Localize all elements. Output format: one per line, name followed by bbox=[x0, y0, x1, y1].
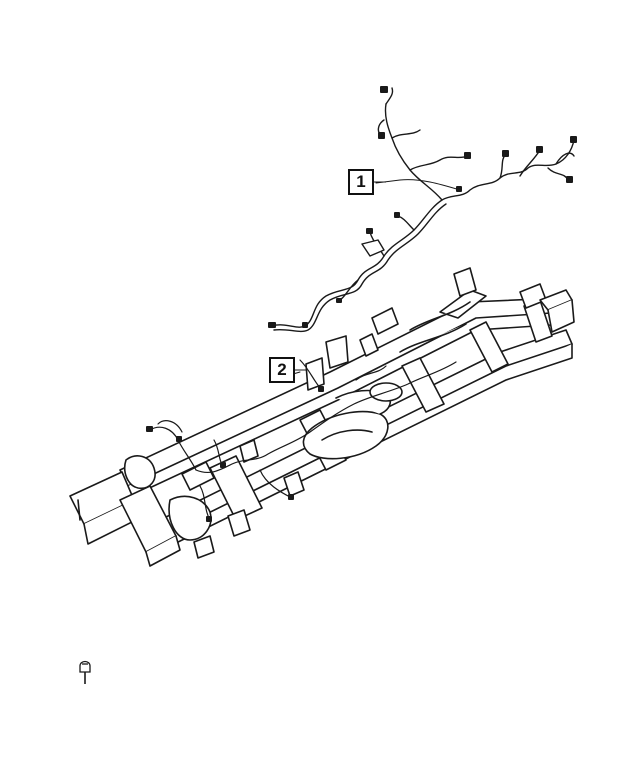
fastener-clip[interactable] bbox=[79, 660, 91, 685]
callout-1[interactable]: 1 bbox=[348, 169, 374, 195]
vehicle-frame[interactable] bbox=[69, 267, 575, 567]
wiring-harness[interactable] bbox=[268, 86, 577, 333]
callout-2[interactable]: 2 bbox=[269, 357, 295, 383]
frame-harness[interactable] bbox=[146, 359, 457, 522]
